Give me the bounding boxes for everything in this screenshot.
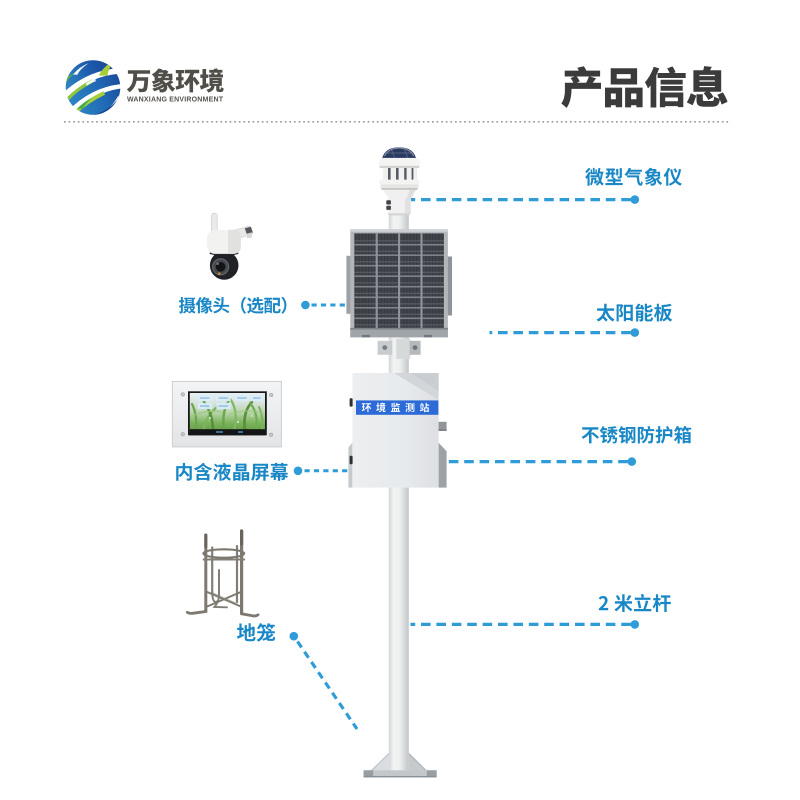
svg-text:WANXIANG ENVIRONMENT: WANXIANG ENVIRONMENT bbox=[127, 96, 224, 103]
